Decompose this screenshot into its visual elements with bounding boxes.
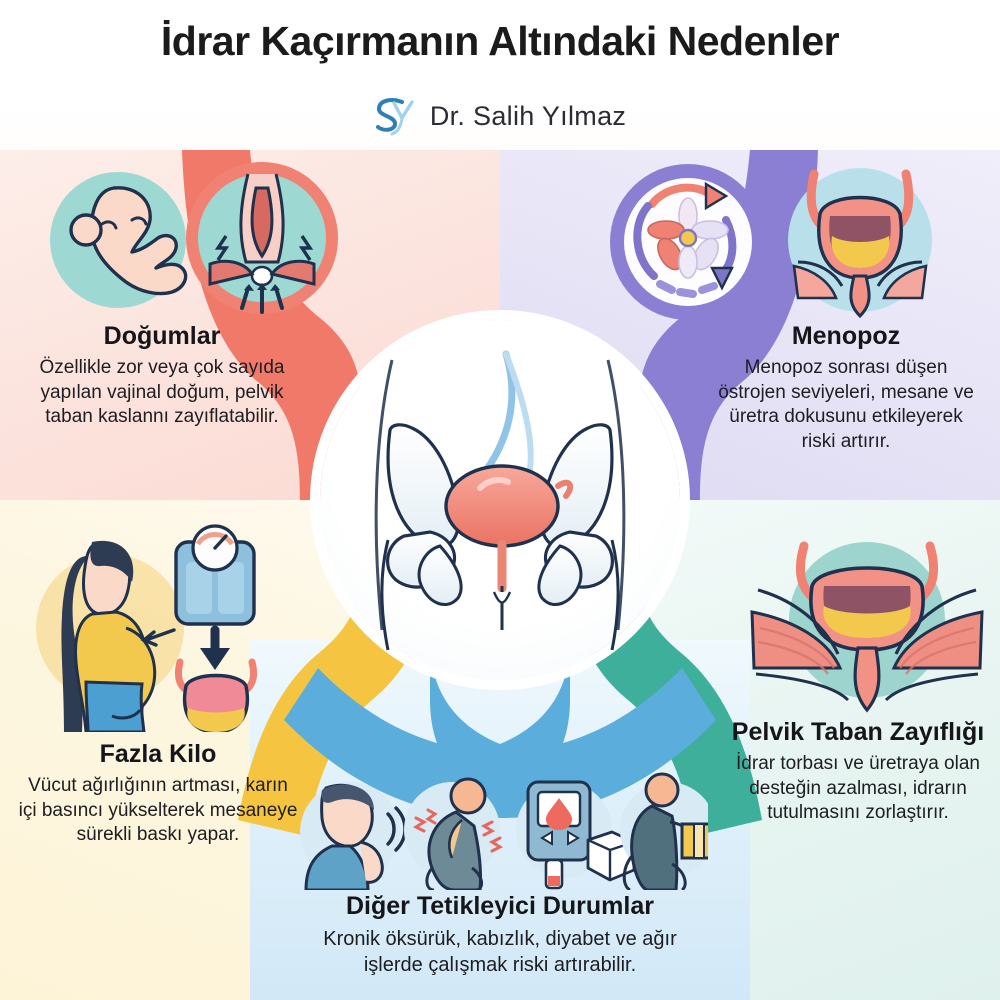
section-diger-tetikleyici: Diğer Tetikleyici Durumlar Kronik öksürü… xyxy=(296,892,704,978)
section-body-dogumlar: Özellikle zor veya çok sayıda yapılan va… xyxy=(39,357,285,428)
dogumlar-illustration xyxy=(40,158,340,328)
center-pelvis-illustration xyxy=(330,330,670,670)
section-body-menopoz: Menopoz sonrası düşen östrojen seviyeler… xyxy=(718,357,974,453)
section-heading-diger-tetikleyici: Diğer Tetikleyici Durumlar xyxy=(346,892,654,920)
page-title: İdrar Kaçırmanın Altındaki Nedenler xyxy=(160,18,840,64)
section-body-diger-tetikleyici: Kronik öksürük, kabızlık, diyabet ve ağı… xyxy=(323,928,677,976)
pressed-bladder-icon xyxy=(174,658,258,732)
band-diger-tetikleyici-arc xyxy=(284,668,716,818)
section-heading-fazla-kilo: Fazla Kilo xyxy=(99,740,217,768)
section-heading-pelvik-taban: Pelvik Taban Zayıflığı xyxy=(731,718,985,746)
flower-icon xyxy=(647,197,729,279)
fazla-kilo-illustration xyxy=(30,520,322,732)
pelvik-taban-illustration xyxy=(742,528,992,720)
overweight-woman-icon xyxy=(61,540,157,732)
section-menopoz: Menopoz Menopoz sonrası düşen östrojen s… xyxy=(712,322,980,455)
section-heading-menopoz: Menopoz xyxy=(791,322,901,350)
weight-scale-icon xyxy=(174,524,256,626)
brand-name: Dr. Salih Yılmaz xyxy=(429,100,627,131)
section-body-pelvik-taban: İdrar torbası ve üretraya olan desteğin … xyxy=(736,753,980,824)
section-pelvik-taban: Pelvik Taban Zayıflığı İdrar torbası ve … xyxy=(730,718,986,826)
section-heading-dogumlar: Doğumlar xyxy=(103,322,221,350)
section-fazla-kilo: Fazla Kilo Vücut ağırlığının artması, ka… xyxy=(18,740,298,848)
menopoz-illustration xyxy=(608,158,956,328)
sy-monogram-icon xyxy=(375,98,414,136)
section-dogumlar: Doğumlar Özellikle zor veya çok sayıda y… xyxy=(28,322,296,430)
band-menopoz xyxy=(638,150,818,500)
header: İdrar Kaçırmanın Altındaki Nedenler Dr. … xyxy=(0,0,1000,150)
diger-tetikleyici-illustration xyxy=(296,772,708,890)
brand-logo: Dr. Salih Yılmaz xyxy=(0,96,1000,136)
section-body-fazla-kilo: Vücut ağırlığının artması, karın içi bas… xyxy=(18,775,298,846)
